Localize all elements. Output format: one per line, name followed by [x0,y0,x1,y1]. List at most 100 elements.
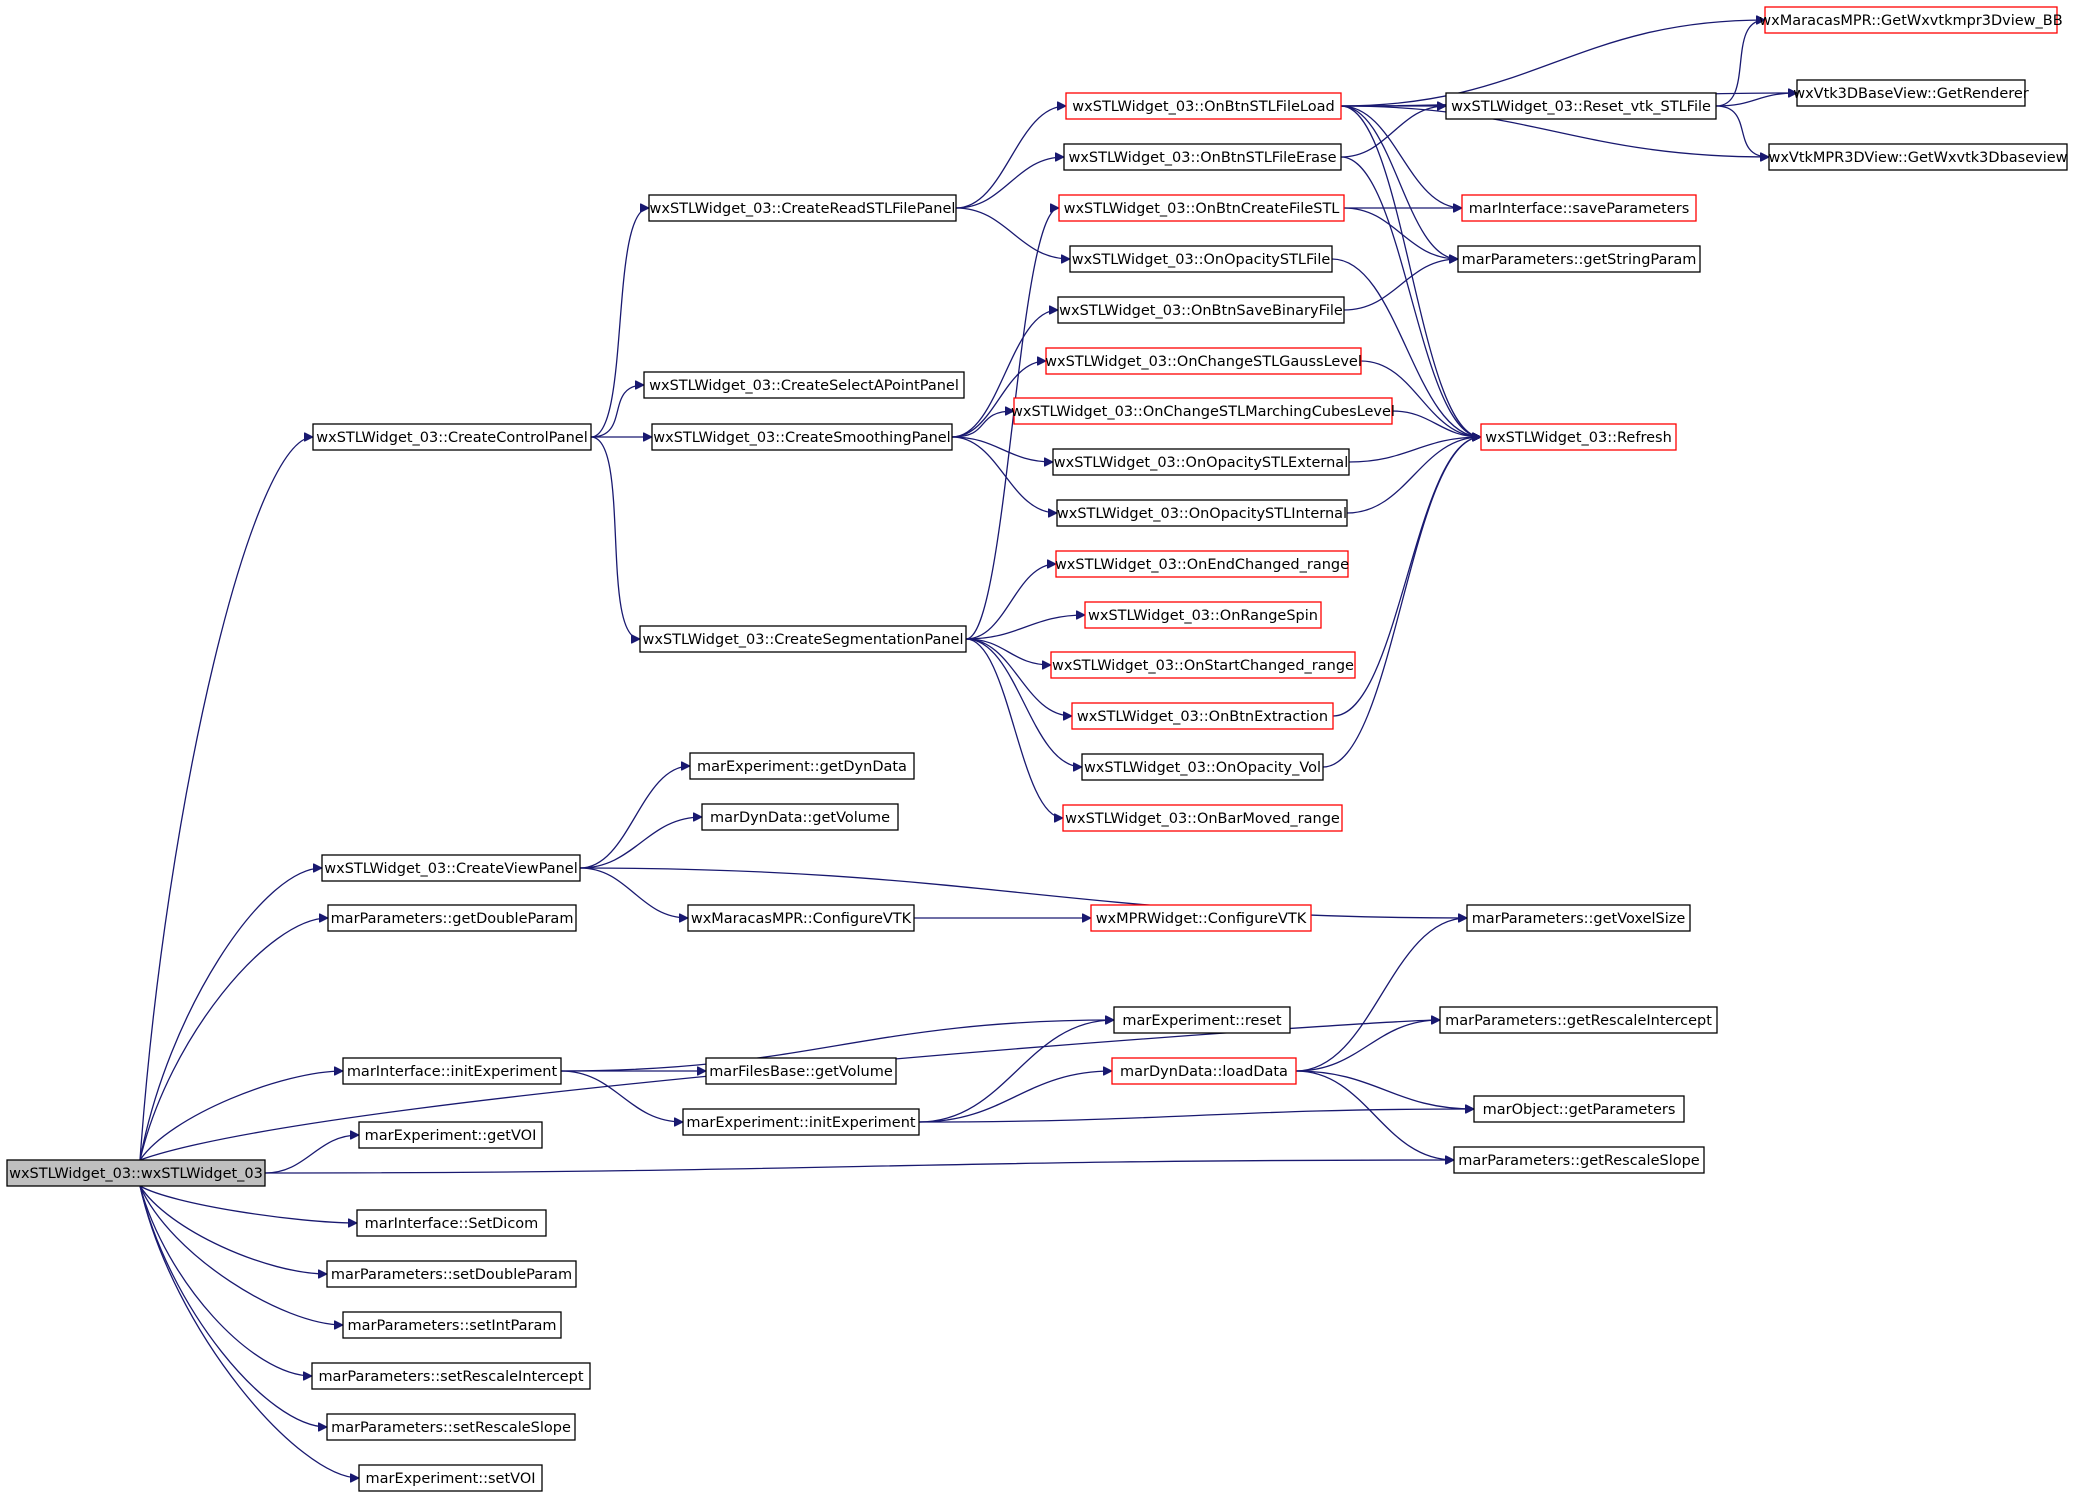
node-box [1111,1057,1297,1085]
node-marparameters-getdoubleparam[interactable]: marParameters::getDoubleParam [327,904,577,932]
node-wxstlwidget-03-refresh[interactable]: wxSTLWidget_03::Refresh [1480,423,1677,451]
node-box [1090,904,1312,932]
node-wxstlwidget-03-onbtncreatefilestl[interactable]: wxSTLWidget_03::OnBtnCreateFileSTL [1058,194,1345,222]
node-box [321,854,581,882]
node-label: wxSTLWidget_03::OnOpacitySTLExternal [1054,455,1348,471]
node-box [342,1057,562,1085]
node-wxstlwidget-03-onopacity-vol[interactable]: wxSTLWidget_03::OnOpacity_Vol [1081,753,1324,781]
edge-onload-to-saveparams [1340,105,1462,208]
node-marparameters-setrescaleintercept[interactable]: marParameters::setRescaleIntercept [311,1362,591,1390]
node-marfilesbase-getvolume[interactable]: marFilesBase::getVolume [705,1057,897,1085]
node-label: wxSTLWidget_03::OnBarMoved_range [1065,811,1340,827]
node-marexperiment-getvoi[interactable]: marExperiment::getVOI [358,1121,543,1149]
node-label: wxSTLWidget_03::Refresh [1485,430,1672,446]
node-wxstlwidget-03-onchangestlmarchingcubeslevel[interactable]: wxSTLWidget_03::OnChangeSTLMarchingCubes… [1011,397,1395,425]
node-marparameters-getstringparam[interactable]: marParameters::getStringParam [1457,245,1701,273]
node-marparameters-getvoxelsize[interactable]: marParameters::getVoxelSize [1466,904,1691,932]
node-wxstlwidget-03-onopacitystlexternal[interactable]: wxSTLWidget_03::OnOpacitySTLExternal [1052,448,1350,476]
edge-oncreate-to-getstring [1343,207,1458,259]
node-wxstlwidget-03-onchangestlgausslevel[interactable]: wxSTLWidget_03::OnChangeSTLGaussLevel [1045,347,1362,375]
node-marinterface-setdicom[interactable]: marInterface::SetDicom [356,1209,547,1237]
node-box [1045,347,1362,375]
node-marexperiment-initexperiment[interactable]: marExperiment::initExperiment [682,1108,920,1136]
node-wxmprwidget-configurevtk[interactable]: wxMPRWidget::ConfigureVTK [1090,904,1312,932]
node-box [1796,79,2026,107]
edge-onload-to-getbaseview [1340,105,1769,157]
node-mardyndata-getvolume[interactable]: marDynData::getVolume [701,803,899,831]
node-wxstlwidget-03-reset-vtk-stlfile[interactable]: wxSTLWidget_03::Reset_vtk_STLFile [1445,92,1717,120]
edge-csegp-to-onendch [965,564,1056,640]
node-wxstlwidget-03-onbtnstlfileerase[interactable]: wxSTLWidget_03::OnBtnSTLFileErase [1063,143,1342,171]
node-wxstlwidget-03-onbarmoved-range[interactable]: wxSTLWidget_03::OnBarMoved_range [1062,804,1343,832]
edge-root-to-ifinitexp [139,1071,343,1161]
node-box [342,1311,562,1339]
node-wxstlwidget-03-createviewpanel[interactable]: wxSTLWidget_03::CreateViewPanel [321,854,581,882]
node-marobject-getparameters[interactable]: marObject::getParameters [1473,1095,1685,1123]
node-wxmaracasmpr-configurevtk[interactable]: wxMaracasMPR::ConfigureVTK [687,904,915,932]
node-marinterface-saveparameters[interactable]: marInterface::saveParameters [1461,194,1697,222]
node-label: marExperiment::getDynData [697,759,907,775]
node-label: wxSTLWidget_03::OnBtnSTLFileLoad [1072,99,1334,115]
node-box [358,1464,543,1492]
edge-onmarch-to-refresh [1391,410,1481,437]
node-marexperiment-getdyndata[interactable]: marExperiment::getDynData [689,752,915,780]
node-box [1480,423,1677,451]
node-mardyndata-loaddata[interactable]: marDynData::loadData [1111,1057,1297,1085]
node-layer: wxSTLWidget_03::wxSTLWidget_03 wxSTLWidge… [6,6,2068,1492]
edge-root-to-ccp [139,437,313,1161]
edge-ccp-to-csapp [590,385,644,438]
edge-cvp-to-getdyndata [579,766,690,869]
node-marexperiment-setvoi[interactable]: marExperiment::setVOI [358,1464,543,1492]
node-wxstlwidget-03-onopacitystlinternal[interactable]: wxSTLWidget_03::OnOpacitySTLInternal [1056,499,1348,527]
edge-csmp-to-onsavebin [951,310,1058,438]
edge-expinit-to-loaddata [918,1071,1112,1123]
node-wxstlwidget-03-onopacitystlfile[interactable]: wxSTLWidget_03::OnOpacitySTLFile [1069,245,1333,273]
node-wxvtkmpr3dview-getwxvtk3dbaseview[interactable]: wxVtkMPR3DView::GetWxvtk3Dbaseview [1768,143,2068,171]
node-label: marParameters::setIntParam [348,1318,557,1334]
edge-ccp-to-csegp [590,436,641,639]
node-marparameters-getrescaleintercept[interactable]: marParameters::getRescaleIntercept [1439,1006,1718,1034]
node-box [1065,92,1342,120]
node-box [701,803,899,831]
node-box [327,904,577,932]
edge-expinit-to-expreset [918,1020,1114,1123]
node-wxstlwidget-03-createsmoothingpanel[interactable]: wxSTLWidget_03::CreateSmoothingPanel [651,423,953,451]
node-wxstlwidget-03-createselectapointpanel[interactable]: wxSTLWidget_03::CreateSelectAPointPanel [643,371,965,399]
node-wxmaracasmpr-getwxvtkmpr3dview-bb[interactable]: wxMaracasMPR::GetWxvtkmpr3Dview_BB [1759,6,2063,34]
node-label: wxSTLWidget_03::Reset_vtk_STLFile [1451,99,1711,115]
node-wxstlwidget-03-wxstlwidget-03[interactable]: wxSTLWidget_03::wxSTLWidget_03 [6,1159,266,1187]
node-box [1069,245,1333,273]
node-box [326,1260,577,1288]
node-wxstlwidget-03-createcontrolpanel[interactable]: wxSTLWidget_03::CreateControlPanel [312,423,592,451]
node-wxstlwidget-03-onbtnstlfileload[interactable]: wxSTLWidget_03::OnBtnSTLFileLoad [1065,92,1342,120]
node-box [358,1121,543,1149]
node-marparameters-getrescaleslope[interactable]: marParameters::getRescaleSlope [1453,1146,1705,1174]
node-wxstlwidget-03-onbtnextraction[interactable]: wxSTLWidget_03::OnBtnExtraction [1071,702,1334,730]
edge-root-to-setdouble [139,1185,327,1274]
node-wxstlwidget-03-onendchanged-range[interactable]: wxSTLWidget_03::OnEndChanged_range [1055,550,1349,578]
node-wxstlwidget-03-onbtnsavebinaryfile[interactable]: wxSTLWidget_03::OnBtnSaveBinaryFile [1057,296,1345,324]
node-marparameters-setdoubleparam[interactable]: marParameters::setDoubleParam [326,1260,577,1288]
node-box [6,1159,266,1187]
edge-expinit-to-getparams [918,1109,1474,1123]
node-marparameters-setrescaleslope[interactable]: marParameters::setRescaleSlope [326,1413,576,1441]
node-label: wxSTLWidget_03::CreateReadSTLFilePanel [650,201,956,217]
node-label: wxMaracasMPR::GetWxvtkmpr3Dview_BB [1759,13,2062,29]
node-box [705,1057,897,1085]
node-wxstlwidget-03-onrangespin[interactable]: wxSTLWidget_03::OnRangeSpin [1084,601,1322,629]
edge-csegp-to-oncreate [965,208,1060,640]
node-marinterface-initexperiment[interactable]: marInterface::initExperiment [342,1057,562,1085]
edge-root-to-getvoi [264,1135,359,1174]
node-box [1439,1006,1718,1034]
node-marexperiment-reset[interactable]: marExperiment::reset [1113,1006,1291,1034]
node-label: marParameters::setDoubleParam [331,1267,572,1283]
node-box [1445,92,1717,120]
edge-root-to-setvoi [139,1185,359,1478]
node-marparameters-setintparam[interactable]: marParameters::setIntParam [342,1311,562,1339]
node-wxstlwidget-03-onstartchanged-range[interactable]: wxSTLWidget_03::OnStartChanged_range [1050,651,1356,679]
node-wxvtk3dbaseview-getrenderer[interactable]: wxVtk3DBaseView::GetRenderer [1793,79,2029,107]
node-wxstlwidget-03-createsegmentationpanel[interactable]: wxSTLWidget_03::CreateSegmentationPanel [639,625,967,653]
node-wxstlwidget-03-createreadstlfilepanel[interactable]: wxSTLWidget_03::CreateReadSTLFilePanel [648,194,957,222]
node-label: wxSTLWidget_03::OnRangeSpin [1088,608,1318,624]
node-label: marDynData::loadData [1120,1064,1288,1080]
